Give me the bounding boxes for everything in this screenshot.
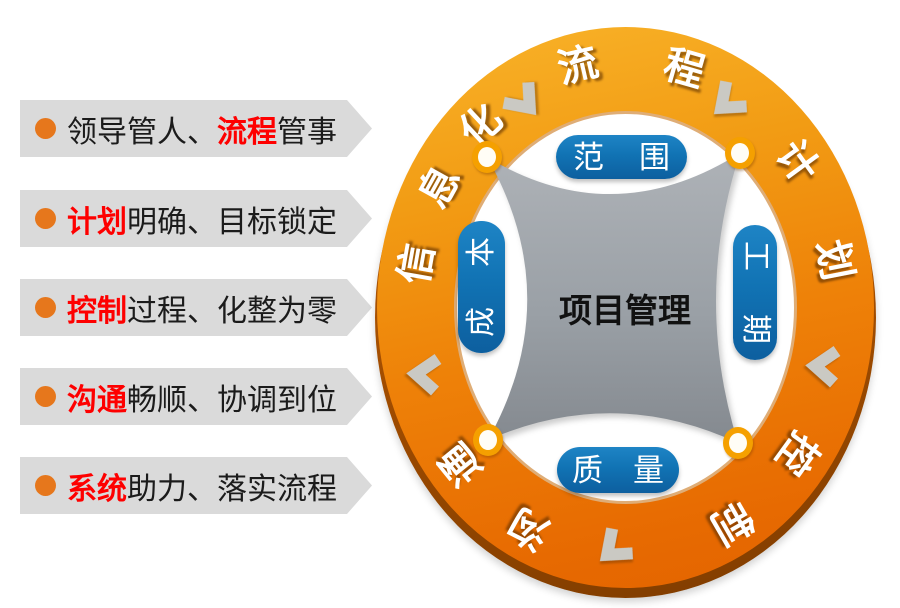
flow-chevron-icon xyxy=(696,67,761,132)
node-duration-char: 工 xyxy=(739,241,772,271)
bullet-text: 计划明确、目标锁定 xyxy=(67,197,337,241)
node-cost-char: 成 xyxy=(464,307,498,337)
bullet-item: 沟通畅顺、协调到位 xyxy=(20,368,372,425)
node-scope: 范 围 xyxy=(556,135,687,179)
bullet-text: 控制过程、化整为零 xyxy=(67,286,337,330)
node-quality-char: 量 xyxy=(633,452,664,488)
bullet-keyword: 沟通 xyxy=(67,383,127,417)
node-cost-char: 本 xyxy=(464,237,498,267)
eyelet-ring-icon xyxy=(473,424,503,456)
bullet-keyword: 系统 xyxy=(67,472,127,506)
bullet-keyword: 控制 xyxy=(67,294,127,328)
bullet-item: 控制过程、化整为零 xyxy=(20,279,372,336)
flow-chevron-icon xyxy=(582,515,647,580)
bullet-text-post: 过程、化整为零 xyxy=(127,294,337,328)
node-quality: 质 量 xyxy=(557,447,679,493)
flow-chevron-icon xyxy=(404,351,450,397)
eyelet-ring-icon xyxy=(725,137,755,169)
center-title: 项目管理 xyxy=(559,292,691,329)
bullet-text-post: 助力、落实流程 xyxy=(127,472,337,506)
bullet-text-post: 明确、目标锁定 xyxy=(127,205,337,239)
eyelet-ring-icon xyxy=(723,427,753,459)
bullet-keyword: 流程 xyxy=(217,115,277,149)
bullet-item: 领导管人、流程管事 xyxy=(20,100,372,157)
bullet-dot-icon xyxy=(35,386,56,407)
bullet-dot-icon xyxy=(35,297,56,318)
bullet-dot-icon xyxy=(35,118,56,139)
node-duration: 工 期 xyxy=(733,225,777,360)
node-scope-char: 范 xyxy=(573,139,604,175)
node-scope-char: 围 xyxy=(639,139,670,175)
flow-chevron-icon xyxy=(803,343,849,389)
node-quality-char: 质 xyxy=(572,452,603,488)
bullet-text-post: 畅顺、协调到位 xyxy=(127,383,337,417)
bullet-item: 计划明确、目标锁定 xyxy=(20,190,372,247)
eyelet-ring-icon xyxy=(472,141,502,173)
node-cost: 本 成 xyxy=(458,221,505,353)
ring-char: 流 xyxy=(553,39,603,92)
bullet-text-post: 管事 xyxy=(277,115,337,149)
bullet-dot-icon xyxy=(35,208,56,229)
bullet-text: 系统助力、落实流程 xyxy=(67,464,337,508)
bullet-dot-icon xyxy=(35,475,56,496)
ring-char: 划 xyxy=(808,236,860,285)
node-duration-char: 期 xyxy=(739,314,772,344)
bullet-text: 沟通畅顺、协调到位 xyxy=(67,375,337,419)
flow-chevron-icon xyxy=(489,67,554,132)
bullet-text-pre: 领导管人、 xyxy=(67,115,217,149)
ring-char: 信 xyxy=(391,240,442,288)
bullet-keyword: 计划 xyxy=(67,205,127,239)
bullet-item: 系统助力、落实流程 xyxy=(20,457,372,514)
bullet-text: 领导管人、流程管事 xyxy=(67,107,337,151)
